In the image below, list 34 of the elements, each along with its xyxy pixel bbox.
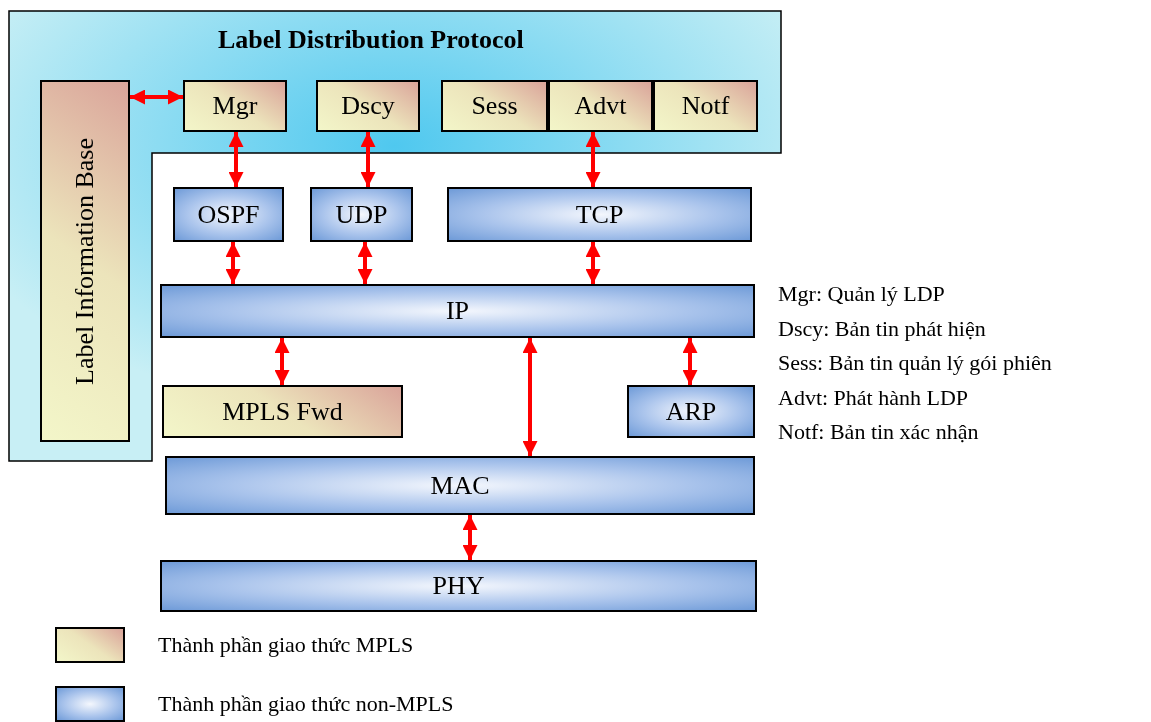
- double-arrow: [682, 338, 698, 385]
- layer-box: Notf: [653, 80, 758, 132]
- region-title: Label Distribution Protocol: [218, 25, 524, 55]
- layer-box: UDP: [310, 187, 413, 242]
- double-arrow: [274, 338, 290, 385]
- box-label: Label Information Base: [70, 137, 100, 385]
- double-arrow: [462, 515, 478, 560]
- layer-box: Dscy: [316, 80, 420, 132]
- double-arrow: [228, 132, 244, 187]
- legend-label: Thành phần giao thức non-MPLS: [158, 691, 454, 717]
- double-arrow: [585, 242, 601, 284]
- double-arrow: [357, 242, 373, 284]
- double-arrow: [130, 89, 183, 105]
- layer-box: MPLS Fwd: [162, 385, 403, 438]
- layer-box: TCP: [447, 187, 752, 242]
- double-arrow: [225, 242, 241, 284]
- layer-box: MAC: [165, 456, 755, 515]
- abbreviation-note: Advt: Phát hành LDP: [778, 384, 969, 411]
- layer-box: PHY: [160, 560, 757, 612]
- layer-box: IP: [160, 284, 755, 338]
- double-arrow: [360, 132, 376, 187]
- layer-box: Mgr: [183, 80, 287, 132]
- layer-box: Sess: [441, 80, 548, 132]
- layer-box: Advt: [548, 80, 653, 132]
- abbreviation-note: Sess: Bản tin quản lý gói phiên: [778, 350, 1052, 376]
- layer-box: OSPF: [173, 187, 284, 242]
- double-arrow: [585, 132, 601, 187]
- abbreviation-note: Notf: Bản tin xác nhận: [778, 419, 979, 445]
- layer-box: ARP: [627, 385, 755, 438]
- abbreviation-note: Dscy: Bản tin phát hiện: [778, 315, 986, 342]
- storage-box: [40, 80, 130, 442]
- abbreviation-note: Mgr: Quản lý LDP: [778, 281, 945, 307]
- legend-label: Thành phần giao thức MPLS: [158, 632, 414, 658]
- double-arrow: [522, 338, 538, 456]
